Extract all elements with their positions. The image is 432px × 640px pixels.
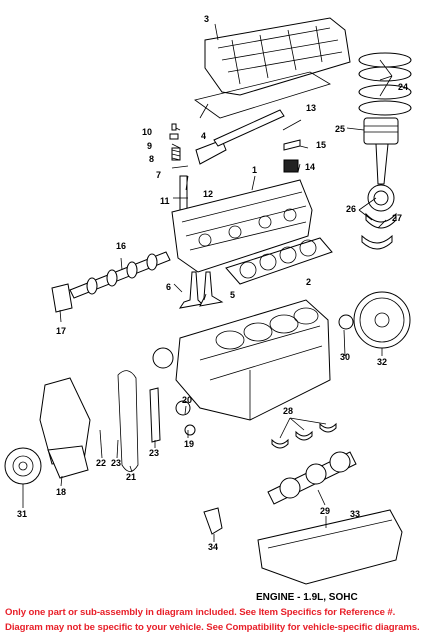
flywheel [353,291,411,349]
callout-32: 32 [377,357,387,367]
callout-5: 5 [230,290,235,300]
callout-30: 30 [340,352,350,362]
diagram-caption: ENGINE - 1.9L, SOHC [256,592,358,602]
rod-bearings [361,212,397,250]
callout-33-label: 33 [350,509,360,519]
callout-2: 2 [306,277,311,287]
callout-23b: 23 [149,448,159,458]
oil-pump [47,445,89,479]
piston [363,117,399,145]
valves [178,271,224,309]
callout-10: 10 [142,127,152,137]
callout-12: 12 [203,189,213,199]
piston-rings [358,52,412,116]
callouts: 3 4 13 15 14 1 12 10 9 8 7 11 16 6 5 2 1… [17,14,408,552]
crankshaft [267,451,357,505]
callout-34: 34 [208,542,218,552]
callout-19: 19 [184,439,194,449]
idler-pulley [175,400,191,416]
callout-18: 18 [56,487,66,497]
lifter [283,159,299,173]
timing-guide [149,387,161,443]
callout-14: 14 [305,162,315,172]
camshaft [69,251,171,299]
leader-lines [22,23,393,542]
callout-8: 8 [149,154,154,164]
disclaimer-line-2: Diagram may not be specific to your vehi… [5,622,420,633]
callout-22: 22 [96,458,106,468]
tensioner [184,424,196,436]
callout-26: 26 [346,204,356,214]
lash-adjuster [179,175,188,213]
cam-sprocket [152,347,174,369]
callout-23a: 23 [111,458,121,468]
oil-pickup [203,507,223,535]
callout-24: 24 [398,82,408,92]
callout-16: 16 [116,241,126,251]
callout-25: 25 [335,124,345,134]
callout-31: 31 [17,509,27,519]
callout-27: 27 [392,213,402,223]
bolt [283,139,301,151]
callout-28: 28 [283,406,293,416]
rocker-shaft [213,109,285,147]
callout-15: 15 [316,140,326,150]
callout-11: 11 [160,196,170,206]
cam-plate [51,283,73,313]
connecting-rod [367,143,395,212]
callout-3: 3 [204,14,209,24]
crank-pulley [4,447,42,485]
valve-cover [204,17,351,96]
callout-1: 1 [252,165,257,175]
callout-21: 21 [126,472,136,482]
callout-6: 6 [166,282,171,292]
callout-7: 7 [156,170,161,180]
callout-9: 9 [147,141,152,151]
head-gasket [225,237,333,285]
oil-pan [257,509,403,585]
main-bearings [271,422,337,449]
engine-exploded-diagram: 3 4 13 15 14 1 12 10 9 8 7 11 16 6 5 2 1… [4,14,412,602]
rear-main-seal [338,314,354,330]
disclaimer: Only one part or sub-assembly in diagram… [0,603,432,640]
cylinder-block [175,299,331,421]
valve-cover-gasket [194,71,331,119]
timing-belt [117,370,139,472]
valve-spring [169,123,181,161]
callout-20: 20 [182,395,192,405]
callout-17: 17 [56,326,66,336]
callout-4: 4 [201,131,206,141]
cylinder-head [171,179,313,273]
callout-13: 13 [306,103,316,113]
callout-29: 29 [320,506,330,516]
disclaimer-line-1: Only one part or sub-assembly in diagram… [5,607,396,618]
